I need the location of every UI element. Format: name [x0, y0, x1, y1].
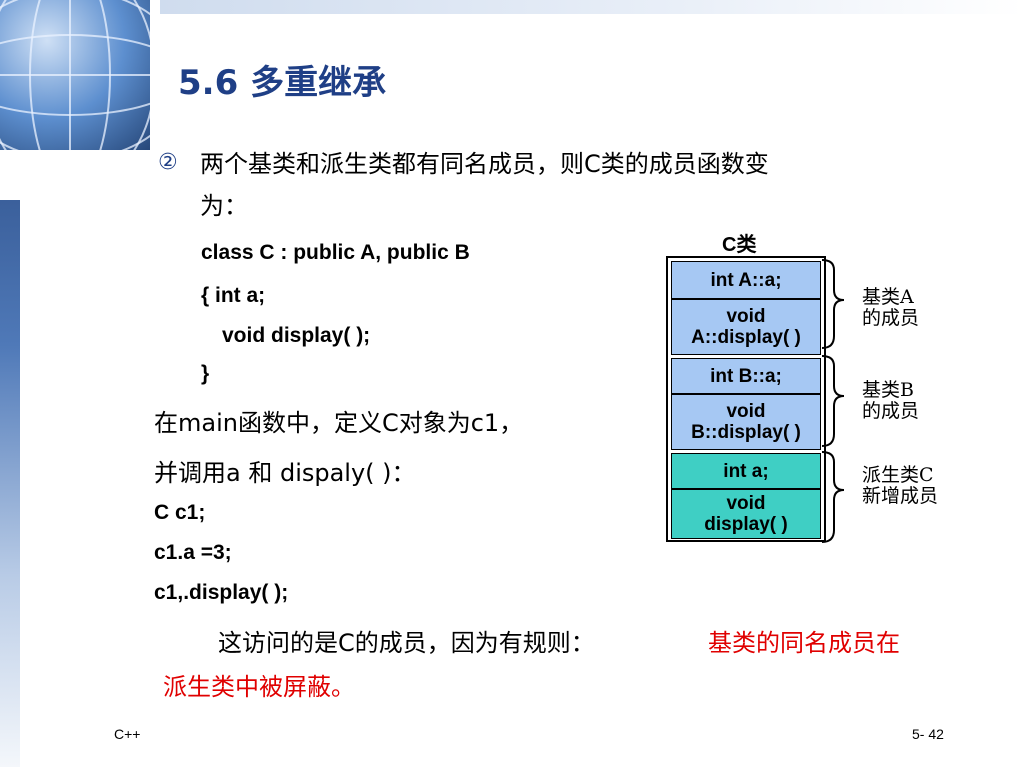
- bullet-marker: ②: [158, 150, 178, 175]
- diagram-title: C类: [722, 234, 757, 256]
- code-line: class C : public A, public B: [201, 241, 470, 264]
- group-label-b: 基类B 的成员: [862, 379, 920, 422]
- footer-left: C++: [114, 726, 141, 742]
- intro-line-1: 两个基类和派生类都有同名成员，则C类的成员函数变: [200, 150, 769, 178]
- code-line: { int a;: [201, 284, 266, 307]
- group-label-c: 派生类C 新增成员: [862, 464, 939, 507]
- conclusion-text: 这访问的是C的成员，因为有规则：: [218, 629, 595, 657]
- globe-icon: [0, 0, 200, 200]
- code-line: }: [201, 362, 210, 385]
- intro-line-2: 为：: [200, 192, 248, 220]
- text-line-2: 并调用a 和 dispaly( )：: [154, 459, 416, 487]
- diagram-cell: int B::a;: [671, 358, 821, 394]
- code2-line: c1,.display( );: [154, 581, 289, 604]
- code-line: void display( );: [222, 324, 371, 347]
- text-line-1: 在main函数中，定义C对象为c1，: [154, 409, 524, 437]
- class-diagram: int A::a; void A::display( ) int B::a; v…: [666, 256, 826, 542]
- diagram-cell: void A::display( ): [671, 299, 821, 355]
- conclusion-rule-cont: 派生类中被屏蔽。: [163, 673, 355, 701]
- brace-icon: [821, 259, 845, 543]
- code2-line: C c1;: [154, 501, 206, 524]
- diagram-cell: void display( ): [671, 489, 821, 539]
- diagram-cell: int A::a;: [671, 261, 821, 299]
- code2-line: c1.a =3;: [154, 541, 232, 564]
- diagram-cell: int a;: [671, 453, 821, 489]
- top-decor-band: [160, 0, 1023, 14]
- page-number: 5- 42: [912, 726, 944, 742]
- group-label-a: 基类A 的成员: [862, 286, 920, 329]
- conclusion-rule: 基类的同名成员在: [708, 629, 900, 657]
- page-title: 5.6 多重继承: [178, 63, 387, 103]
- diagram-cell: void B::display( ): [671, 394, 821, 450]
